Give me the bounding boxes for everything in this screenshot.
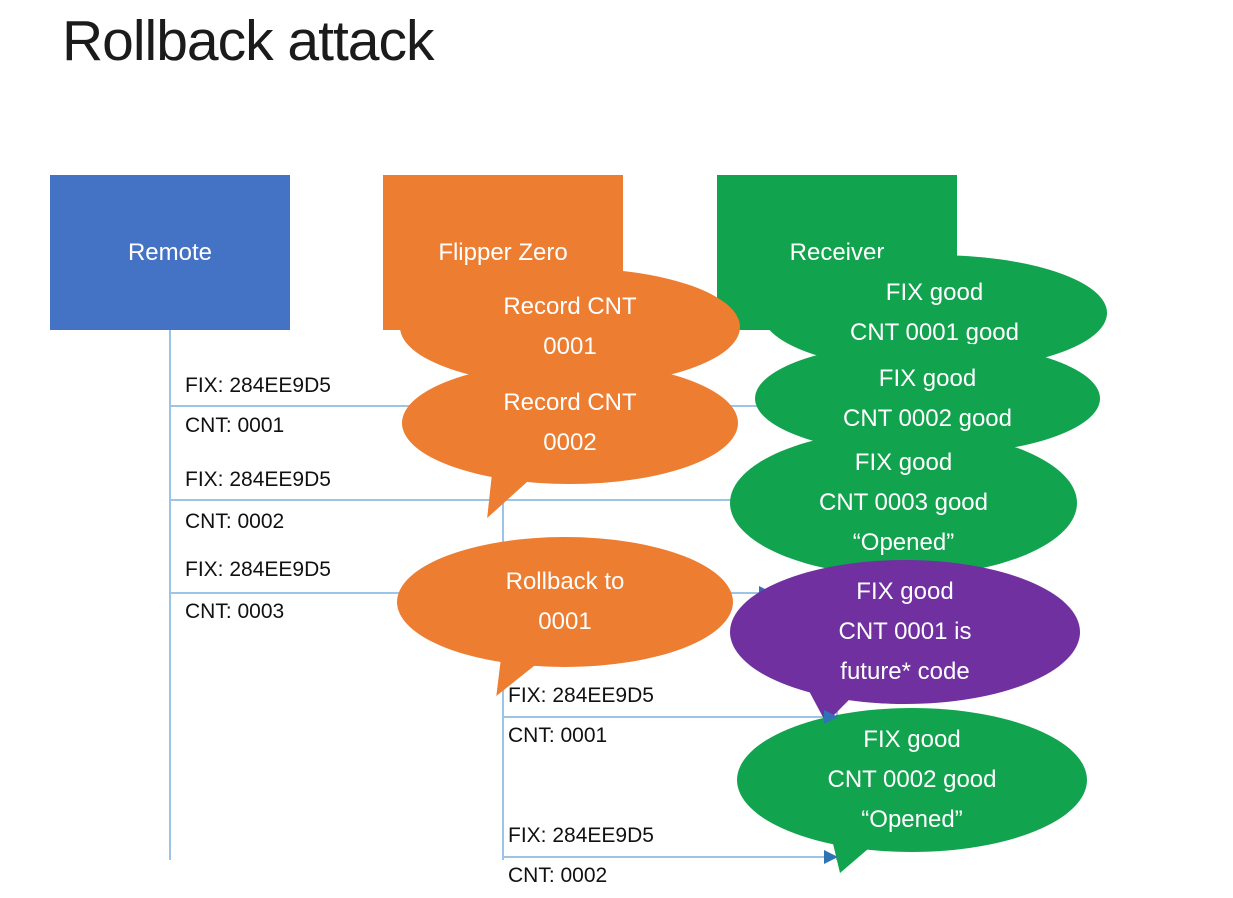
- message-4-fix-label: FIX: 284EE9D5: [508, 684, 654, 707]
- message-2-cnt-label: CNT: 0002: [185, 510, 285, 533]
- callout-line: CNT 0001 is: [838, 618, 972, 645]
- callout-cnt-0002-good-opened: FIX good CNT 0002 good “Opened”: [737, 708, 1087, 852]
- callout-line: 0002: [543, 429, 597, 456]
- callout-line: FIX good: [863, 726, 961, 753]
- callout-line: future* code: [840, 658, 970, 685]
- message-5-cnt-label: CNT: 0002: [508, 864, 608, 887]
- callout-line: FIX good: [878, 364, 977, 392]
- message-1-fix-label: FIX: 284EE9D5: [185, 374, 331, 397]
- message-3-cnt-label: CNT: 0003: [185, 600, 285, 623]
- message-line-5: [502, 856, 832, 858]
- message-line-4: [502, 716, 832, 718]
- callout-cnt-0003-good-opened: FIX good CNT 0003 good “Opened”: [730, 430, 1077, 576]
- message-5-fix-label: FIX: 284EE9D5: [508, 824, 654, 847]
- callout-line: “Opened”: [852, 529, 955, 556]
- message-3-fix-label: FIX: 284EE9D5: [185, 558, 331, 581]
- callout-line: Record CNT: [503, 293, 637, 320]
- callout-rollback-to-0001: Rollback to 0001: [397, 537, 733, 667]
- message-line-2: [169, 499, 769, 501]
- callout-record-cnt-0002: Record CNT 0002: [402, 362, 738, 484]
- message-1-cnt-label: CNT: 0001: [185, 414, 285, 437]
- callout-line: Record CNT: [503, 389, 637, 416]
- callout-tail: [830, 833, 882, 873]
- callout-line: 0001: [538, 608, 592, 635]
- callout-line: “Opened”: [861, 806, 963, 833]
- slide-title: Rollback attack: [62, 9, 435, 73]
- callout-cnt-0001-future-code: FIX good CNT 0001 is future* code: [730, 560, 1080, 704]
- callout-line: FIX good: [856, 578, 954, 605]
- actor-box-remote: Remote: [50, 175, 290, 330]
- callout-line: CNT 0002 good: [842, 404, 1012, 432]
- callout-line: CNT 0002 good: [827, 766, 997, 793]
- callout-line: CNT 0003 good: [818, 489, 988, 516]
- callout-line: Rollback to: [505, 568, 625, 595]
- actor-label-remote: Remote: [127, 238, 213, 266]
- message-2-fix-label: FIX: 284EE9D5: [185, 468, 331, 491]
- callout-tail: [487, 470, 535, 518]
- message-4-cnt-label: CNT: 0001: [508, 724, 608, 747]
- callout-line: CNT 0001 good: [849, 319, 1019, 346]
- callout-line: 0001: [543, 333, 597, 360]
- actor-label-flipper-zero: Flipper Zero: [438, 238, 568, 266]
- callout-line: FIX good: [885, 279, 984, 306]
- lifeline-remote: [169, 330, 171, 860]
- callout-line: FIX good: [854, 449, 953, 476]
